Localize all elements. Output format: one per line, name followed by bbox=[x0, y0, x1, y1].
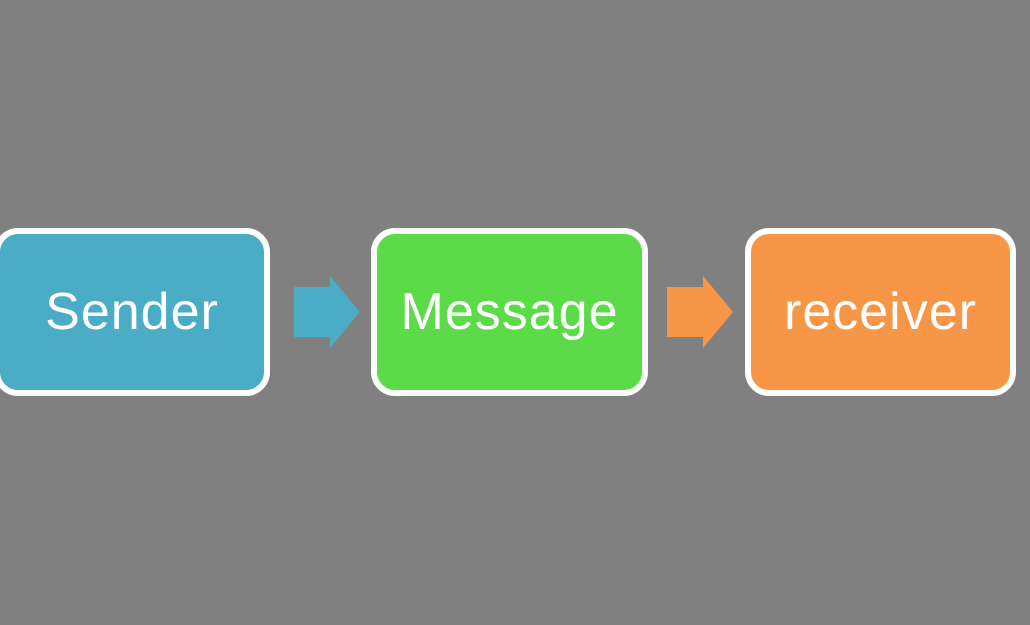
node-sender-label: Sender bbox=[45, 283, 219, 341]
right-arrow-shape-2 bbox=[667, 276, 733, 348]
node-message: Message bbox=[371, 228, 648, 396]
right-arrow-icon bbox=[294, 276, 360, 348]
right-arrow-shape-1 bbox=[294, 276, 360, 348]
node-message-label: Message bbox=[400, 283, 619, 341]
node-receiver: receiver bbox=[745, 228, 1016, 396]
node-receiver-label: receiver bbox=[784, 283, 977, 341]
node-sender: Sender bbox=[0, 228, 270, 396]
right-arrow-icon bbox=[667, 276, 733, 348]
